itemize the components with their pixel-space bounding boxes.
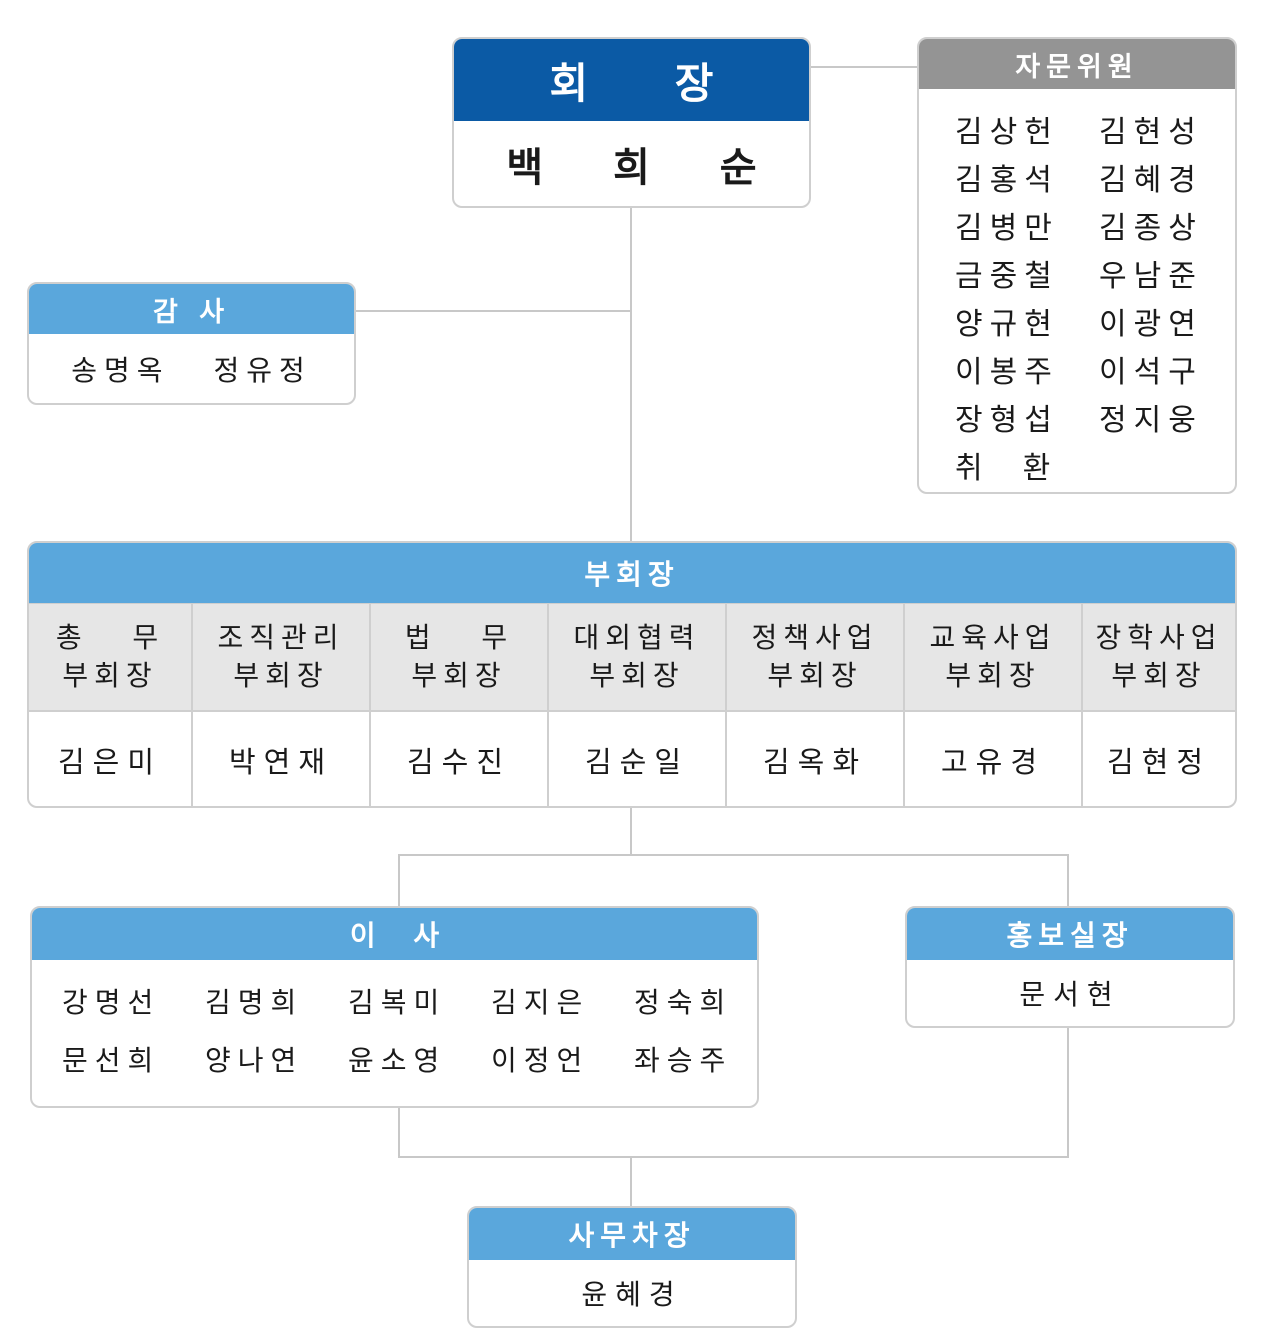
advisor-name: 김상헌 (955, 115, 1059, 150)
director-name: 윤소영 (348, 1044, 447, 1077)
advisor-name: 김혜경 (1099, 163, 1203, 198)
vice-president-name: 고유경 (940, 745, 1046, 779)
vice-president-role: 총 무 부회장 (29, 603, 191, 712)
director-name: 김명희 (205, 986, 304, 1019)
advisors-title: 자문위원 (919, 39, 1235, 89)
president-box: 회 장 백 희 순 (452, 37, 811, 208)
vice-president-name: 김순일 (584, 745, 690, 779)
advisor-name: 김홍석 (955, 163, 1059, 198)
advisor-name: 취 환 (955, 451, 1058, 486)
advisor-name: 이봉주 (955, 355, 1059, 390)
auditor-title: 감 사 (29, 284, 354, 334)
vice-president-column: 법 무 부회장 김수진 (371, 603, 549, 806)
pr-director-title: 홍보실장 (907, 908, 1233, 960)
vice-president-column: 교육사업 부회장 고유경 (905, 603, 1083, 806)
connector-auditor (355, 310, 631, 312)
connector-directors-down (398, 1106, 400, 1158)
advisor-name: 김병만 (955, 211, 1059, 246)
vice-president-name: 박연재 (228, 745, 334, 779)
vice-president-name: 김은미 (57, 745, 163, 779)
vice-president-role: 장학사업 부회장 (1083, 603, 1235, 712)
director-name: 김지은 (491, 986, 590, 1019)
director-name: 김복미 (348, 986, 447, 1019)
advisor-name: 정지웅 (1099, 403, 1203, 438)
advisor-name: 양규현 (955, 307, 1059, 342)
secretary-general-box: 사무차장 윤혜경 (467, 1206, 797, 1328)
director-name: 문선희 (62, 1044, 161, 1077)
advisor-name: 이석구 (1099, 355, 1203, 390)
advisors-box: 자문위원 김상헌 김현성 김홍석 김혜경 김병만 김종상 금중철 우남준 양규현… (917, 37, 1237, 494)
vice-president-name: 김옥화 (762, 745, 868, 779)
connector-president-advisors (810, 66, 918, 68)
vice-president-role: 교육사업 부회장 (905, 603, 1081, 712)
director-name: 강명선 (62, 986, 161, 1019)
vice-president-name: 김수진 (406, 745, 512, 779)
connector-president-vertical (630, 206, 632, 542)
auditor-name: 정유정 (213, 354, 312, 387)
vice-president-column: 조직관리 부회장 박연재 (193, 603, 371, 806)
connector-directors-up (398, 854, 400, 908)
directors-title: 이 사 (32, 908, 757, 960)
connector-secretary-up (630, 1156, 632, 1208)
connector-vice-down (630, 806, 632, 856)
director-name: 이정언 (491, 1044, 590, 1077)
vice-president-name: 김현정 (1106, 745, 1212, 779)
advisor-name: 이광연 (1099, 307, 1203, 342)
connector-pr-down (1067, 1026, 1069, 1158)
vice-president-column: 총 무 부회장 김은미 (29, 603, 193, 806)
vice-president-role: 정책사업 부회장 (727, 603, 903, 712)
pr-director-box: 홍보실장 문서현 (905, 906, 1235, 1028)
advisor-name: 금중철 (955, 259, 1059, 294)
advisor-name: 김종상 (1099, 211, 1203, 246)
connector-upper-horizontal (398, 854, 1069, 856)
directors-box: 이 사 강명선 김명희 김복미 김지은 정숙희 문선희 양나연 윤소영 이정언 … (30, 906, 759, 1108)
vice-presidents-title: 부회장 (29, 543, 1235, 603)
vice-president-role: 조직관리 부회장 (193, 603, 369, 712)
secretary-general-title: 사무차장 (469, 1208, 795, 1260)
vice-president-role: 대외협력 부회장 (549, 603, 725, 712)
vice-presidents-box: 부회장 총 무 부회장 김은미 조직관리 부회장 박연재 법 무 부회장 김수진… (27, 541, 1237, 808)
advisor-name: 우남준 (1099, 259, 1203, 294)
auditor-name: 송명옥 (71, 354, 170, 387)
connector-lower-horizontal (398, 1156, 1069, 1158)
secretary-general-name: 윤혜경 (581, 1278, 683, 1311)
connector-pr-up (1067, 854, 1069, 908)
vice-president-role: 법 무 부회장 (371, 603, 547, 712)
president-name: 백 희 순 (506, 145, 785, 191)
vice-president-column: 정책사업 부회장 김옥화 (727, 603, 905, 806)
president-title: 회 장 (454, 39, 809, 121)
directors-list: 강명선 김명희 김복미 김지은 정숙희 문선희 양나연 윤소영 이정언 좌승주 (32, 960, 757, 1090)
advisor-name: 장형섭 (955, 403, 1059, 438)
vice-president-column: 대외협력 부회장 김순일 (549, 603, 727, 806)
advisors-list: 김상헌 김현성 김홍석 김혜경 김병만 김종상 금중철 우남준 양규현 이광연 … (919, 89, 1235, 492)
director-name: 정숙희 (634, 986, 733, 1019)
auditor-box: 감 사 송명옥 정유정 (27, 282, 356, 405)
vice-presidents-table: 총 무 부회장 김은미 조직관리 부회장 박연재 법 무 부회장 김수진 대외협… (29, 603, 1235, 806)
advisor-name: 김현성 (1099, 115, 1203, 150)
vice-president-column: 장학사업 부회장 김현정 (1083, 603, 1235, 806)
director-name: 좌승주 (634, 1044, 733, 1077)
pr-director-name: 문서현 (1019, 978, 1121, 1011)
auditor-list: 송명옥 정유정 (29, 334, 354, 403)
director-name: 양나연 (205, 1044, 304, 1077)
